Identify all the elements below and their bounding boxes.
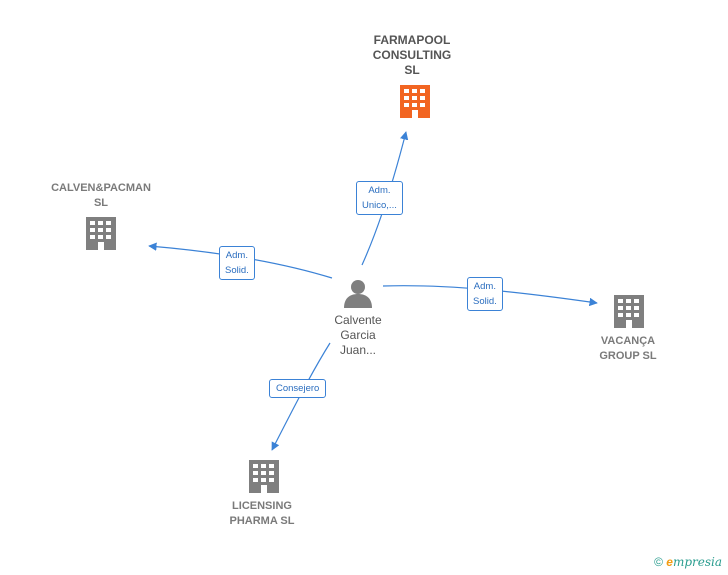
edge-label-licensing: Consejero xyxy=(269,379,327,398)
node-label-licensing[interactable]: LICENSING PHARMA SL xyxy=(229,500,295,527)
node-label-farmapool[interactable]: FARMAPOOL CONSULTING SL xyxy=(372,33,452,77)
edge-label-calven: Adm. Solid. xyxy=(219,246,255,280)
edge-label-vacanca: Adm. Solid. xyxy=(467,277,503,311)
node-label-vacanca[interactable]: VACANÇA GROUP SL xyxy=(599,335,657,362)
brand-logo-text: mpresia xyxy=(672,555,722,569)
node-label-calven[interactable]: CALVEN&PACMAN SL xyxy=(51,182,151,209)
building-icon[interactable] xyxy=(249,460,279,493)
building-icon[interactable] xyxy=(400,85,430,118)
copyright-icon: © xyxy=(654,555,663,569)
person-icon[interactable] xyxy=(344,280,372,308)
building-icon[interactable] xyxy=(86,217,116,250)
node-label-person[interactable]: Calvente Garcia Juan... xyxy=(334,313,382,357)
footer-brand: © empresia xyxy=(654,555,722,569)
brand-logo-e: e xyxy=(666,555,673,569)
building-icon[interactable] xyxy=(614,295,644,328)
edge-label-farmapool: Adm. Unico,... xyxy=(356,181,403,215)
